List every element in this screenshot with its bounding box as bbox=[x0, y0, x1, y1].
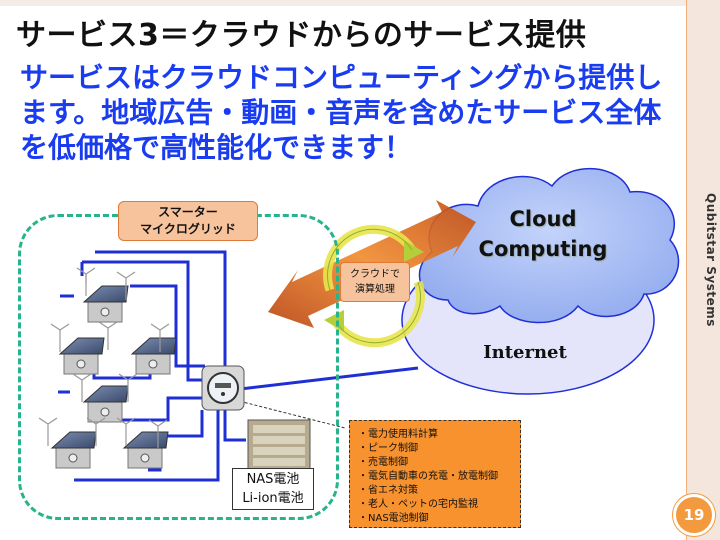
function-item: ・老人・ペットの宅内監視 bbox=[358, 499, 478, 510]
functions-box: ・電力使用料計算 ・ピーク制御 ・売電制御 ・電気自動車の充電・放電制御 ・省エ… bbox=[349, 420, 521, 528]
function-item: ・ピーク制御 bbox=[358, 443, 418, 454]
wind-turbine-icon bbox=[38, 267, 170, 448]
processing-label-line2: 演算処理 bbox=[355, 284, 395, 295]
smart-meter-icon bbox=[201, 365, 245, 411]
microgrid-label-line2: マイクログリッド bbox=[140, 222, 236, 236]
function-item: ・電力使用料計算 bbox=[358, 429, 438, 440]
microgrid-label-line1: スマーター bbox=[158, 205, 218, 219]
slide-subtitle: サービスはクラウドコンピューティングから提供します。地域広告・動画・音声を含めた… bbox=[20, 61, 663, 164]
internet-link bbox=[231, 366, 419, 392]
battery-label: NAS電池 Li-ion電池 bbox=[232, 468, 314, 510]
slide-title: サービス3＝クラウドからのサービス提供 bbox=[16, 18, 587, 53]
processing-label-line1: クラウドで bbox=[350, 269, 400, 280]
company-name: Qubitstar Systems bbox=[704, 193, 718, 327]
cloud-processing-label: クラウドで 演算処理 bbox=[340, 262, 410, 302]
internet-label: Internet bbox=[483, 342, 567, 363]
right-sidebar bbox=[686, 0, 720, 540]
battery-label-line1: NAS電池 bbox=[246, 472, 300, 487]
function-item: ・電気自動車の充電・放電制御 bbox=[358, 471, 498, 482]
function-item: ・NAS電池制御 bbox=[358, 513, 429, 524]
page-number: 19 bbox=[673, 494, 715, 536]
battery-label-line2: Li-ion電池 bbox=[242, 491, 304, 506]
microgrid-label: スマーター マイクログリッド bbox=[118, 201, 258, 241]
cycle-arrows-icon bbox=[323, 224, 425, 348]
cloud-label-line1: Cloud bbox=[509, 207, 577, 231]
function-item: ・売電制御 bbox=[358, 457, 408, 468]
function-item: ・省エネ対策 bbox=[358, 485, 418, 496]
callout-line bbox=[234, 399, 346, 429]
cloud-label-line2: Computing bbox=[478, 237, 608, 261]
cloud-label: Cloud Computing bbox=[450, 204, 636, 264]
top-strip bbox=[0, 0, 686, 6]
